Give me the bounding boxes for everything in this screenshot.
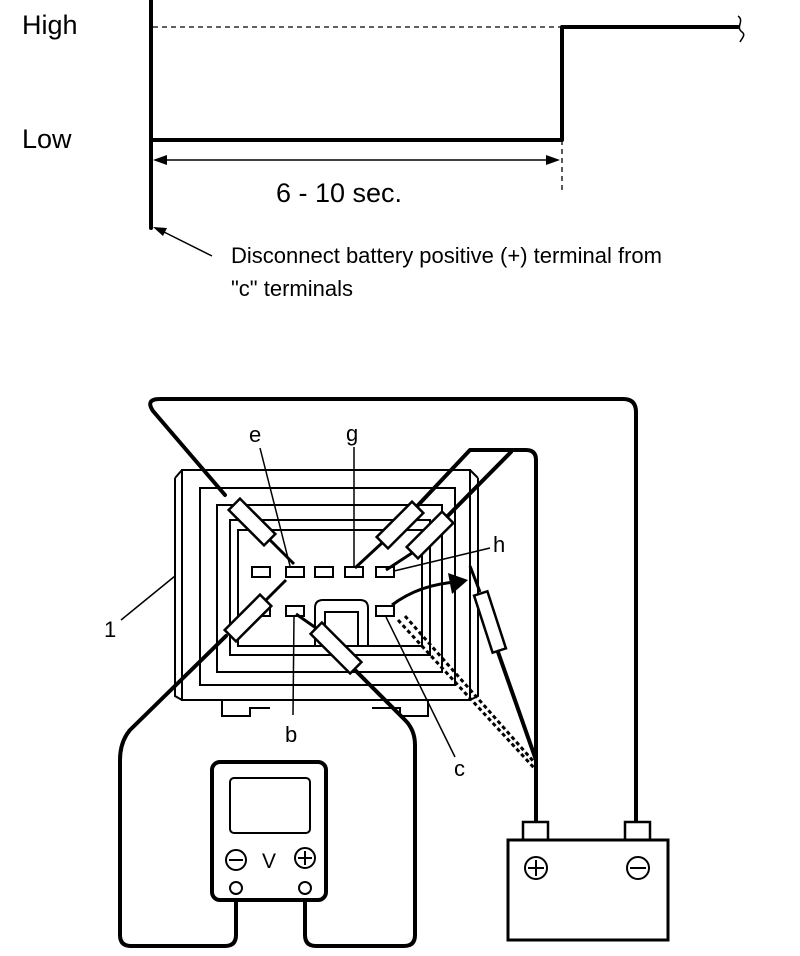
note-leader	[159, 229, 213, 257]
battery-positive-post	[521, 820, 550, 842]
probe-terminal-h	[385, 509, 456, 572]
wire-battery-negative-to-e	[148, 397, 638, 824]
probe-ground-left	[222, 578, 288, 644]
duration-label: 6 - 10 sec.	[276, 178, 402, 208]
terminal-label-b: b	[285, 722, 297, 747]
battery-negative-post	[623, 820, 652, 842]
disconnect-arrowhead	[448, 573, 468, 594]
timing-chart: High Low 6 - 10 sec. Disconnect battery …	[22, 0, 745, 301]
voltmeter-display	[229, 777, 311, 834]
terminal-row-top	[251, 566, 395, 578]
test-lead-wire	[496, 650, 538, 762]
disconnect-arrow-curve	[391, 580, 459, 607]
probe-terminal-g	[353, 499, 426, 570]
level-low-label: Low	[22, 124, 72, 154]
minus-terminal-icon	[225, 849, 247, 871]
terminal-h-cavity	[375, 566, 395, 578]
probe-terminal-b	[295, 612, 364, 676]
note-line-1: Disconnect battery positive (+) terminal…	[231, 243, 662, 268]
leader-1	[120, 575, 176, 621]
battery-plus-icon	[524, 856, 548, 880]
note-leader-arrowhead	[153, 227, 167, 236]
battery-case	[506, 838, 670, 942]
terminal-b-cavity	[285, 605, 305, 617]
cavity-top-3	[314, 566, 334, 578]
break-mark	[737, 15, 745, 43]
terminal-label-c: c	[454, 756, 465, 781]
voltmeter-negative-lead	[118, 634, 238, 948]
dashed-lead-c-1	[396, 618, 538, 772]
terminal-e-cavity	[285, 566, 305, 578]
voltmeter-positive-jack	[298, 881, 312, 895]
voltmeter-positive-lead	[303, 663, 417, 948]
connector-housing	[174, 469, 479, 717]
battery-minus-icon	[626, 856, 650, 880]
dimension-arrow-right	[546, 155, 560, 165]
cavity-top-1	[251, 566, 271, 578]
note-line-2: "c" terminals	[231, 276, 353, 301]
dashed-lead-c-2	[403, 615, 536, 763]
dimension-arrow-left	[153, 155, 167, 165]
level-high-label: High	[22, 10, 78, 40]
terminal-g-cavity	[344, 566, 364, 578]
leader-c	[385, 616, 456, 758]
probe-test-lead	[468, 565, 508, 655]
terminal-label-h: h	[493, 532, 505, 557]
leader-e	[259, 447, 291, 567]
voltmeter: V	[210, 760, 328, 902]
callout-1: 1	[104, 617, 116, 642]
terminal-c-cavity	[375, 605, 395, 617]
battery	[506, 820, 670, 942]
terminal-label-e: e	[249, 422, 261, 447]
leader-h	[393, 547, 491, 572]
wire-battery-positive-to-g	[388, 448, 538, 824]
leader-b	[292, 615, 295, 716]
voltmeter-unit-label: V	[262, 850, 276, 873]
probe-terminal-e	[226, 496, 296, 566]
plus-terminal-icon	[294, 847, 316, 869]
signal-waveform	[149, 25, 740, 142]
terminal-row-bottom	[251, 605, 395, 617]
terminal-label-g: g	[346, 421, 358, 446]
voltmeter-negative-jack	[229, 881, 243, 895]
connector-test-diagram: 1 e g h b c V	[104, 397, 670, 948]
